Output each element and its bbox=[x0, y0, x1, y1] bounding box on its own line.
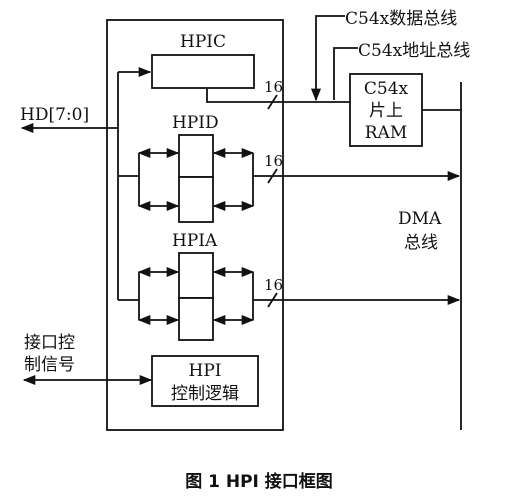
hpic-bus-slash bbox=[267, 94, 278, 110]
hpi-control-logic-box bbox=[151, 355, 259, 407]
if-signal-label-line2: 制信号 bbox=[24, 355, 75, 375]
hpid-bus-width: 16 bbox=[264, 152, 283, 170]
hpid-register-lower bbox=[178, 176, 214, 223]
hpic-label: HPIC bbox=[180, 32, 226, 52]
hpic-register bbox=[151, 54, 255, 89]
hpia-register-upper bbox=[178, 252, 214, 299]
c54x-addr-bus-label: C54x地址总线 bbox=[358, 41, 470, 61]
hpia-label: HPIA bbox=[172, 231, 218, 251]
dma-label-line2: 总线 bbox=[404, 233, 438, 253]
data-bus-connector bbox=[310, 15, 345, 102]
addr-bus-connector bbox=[333, 47, 358, 100]
logic-label-line2: 控制逻辑 bbox=[171, 384, 239, 404]
hpia-bus-width: 16 bbox=[264, 276, 283, 294]
ram-label-line1: C54x bbox=[364, 79, 409, 99]
ram-label-line2: 片上 bbox=[369, 101, 403, 121]
hpid-register-upper bbox=[178, 134, 214, 178]
hpic-bus-width: 16 bbox=[264, 78, 283, 96]
hd-bus-label: HD[7:0] bbox=[20, 105, 89, 125]
c54x-ram-box bbox=[349, 73, 423, 147]
ram-label-line3: RAM bbox=[365, 123, 407, 143]
hpid-label: HPID bbox=[172, 113, 219, 133]
c54x-data-bus-label: C54x数据总线 bbox=[345, 9, 457, 29]
hpid-bus-slash bbox=[267, 168, 278, 184]
figure-caption: 图 1 HPI 接口框图 bbox=[185, 471, 333, 492]
logic-label-line1: HPI bbox=[189, 361, 222, 381]
dma-label-line1: DMA bbox=[398, 209, 442, 229]
hpic-bus-line bbox=[206, 88, 350, 103]
if-signal-label-line1: 接口控 bbox=[24, 333, 75, 353]
hpia-register-lower bbox=[178, 297, 214, 341]
hpia-bus-slash bbox=[267, 292, 278, 308]
